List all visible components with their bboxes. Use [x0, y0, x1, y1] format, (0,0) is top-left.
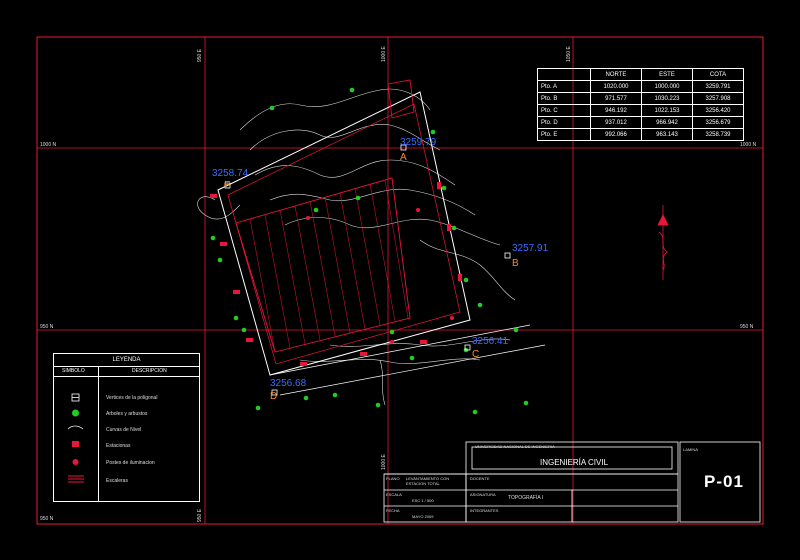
- legend-item: Vertices de la poligonal: [54, 391, 199, 405]
- grid-label-950n-bottom: 950 N: [40, 516, 54, 522]
- table-cell-cota: 3256.420: [692, 104, 744, 117]
- table-cell-norte: 971.577: [590, 92, 642, 105]
- docente-label: DOCENTE: [470, 476, 490, 481]
- legend-header: SIMBOLO DESCRIPCION: [54, 367, 199, 377]
- table-cell-norte: 937.012: [590, 116, 642, 129]
- legend-item: Curvas de Nivel: [54, 423, 199, 437]
- table-row: Pto. E 992.066 963.143 3258.739: [537, 128, 744, 141]
- table-cell-point: Pto. E: [537, 128, 591, 141]
- table-cell-este: 1000.000: [641, 80, 693, 93]
- legend-divider: [98, 367, 99, 501]
- point-label-e: E: [224, 180, 231, 191]
- grid-label-1000n-right: 1000 N: [740, 142, 757, 148]
- table-header-cell: [537, 68, 591, 81]
- table-header-cell: NORTE: [590, 68, 642, 81]
- table-cell-point: Pto. B: [537, 92, 591, 105]
- table-cell-cota: 3257.908: [692, 92, 744, 105]
- subject-value: TOPOGRAFÍA I: [508, 495, 544, 501]
- legend-item: Estacionas: [54, 439, 199, 453]
- north-arrow-icon: [657, 205, 669, 280]
- tree-symbols: [210, 87, 529, 415]
- legend-title: LEYENDA: [54, 354, 199, 367]
- grid-label-950n-left: 950 N: [40, 324, 54, 330]
- table-header-cell: COTA: [692, 68, 744, 81]
- legend-item-label: Vertices de la poligonal: [106, 395, 158, 401]
- site-polygon: [217, 79, 546, 396]
- project-label: PLANO: [386, 476, 400, 481]
- legend-item: Postes de iluminacion: [54, 456, 199, 470]
- point-label-c: C: [472, 349, 480, 360]
- legend-item: Escaleras: [54, 474, 199, 488]
- elevation-label-b: 3257.91: [512, 243, 549, 254]
- legend-col-description: DESCRIPCION: [132, 368, 167, 374]
- point-label-a: A: [400, 152, 407, 163]
- table-row: Pto. B 971.577 1030.223 3257.908: [537, 92, 744, 105]
- sheet-code: P-01: [704, 472, 744, 491]
- table-cell-norte: 992.066: [590, 128, 642, 141]
- table-cell-cota: 3258.739: [692, 128, 744, 141]
- legend-item-label: Escaleras: [106, 478, 128, 484]
- table-cell-cota: 3259.791: [692, 80, 744, 93]
- table-cell-norte: 1020.000: [590, 80, 642, 93]
- coordinates-table: NORTE ESTE COTA Pto. A 1020.000 1000.000…: [537, 68, 744, 141]
- university-label: UNIVERSIDAD NACIONAL DE INGENIERIA: [475, 444, 555, 449]
- legend-item: Arboles y arbustos: [54, 407, 199, 421]
- legend-item-label: Curvas de Nivel: [106, 427, 142, 433]
- parking-marks: [210, 182, 462, 366]
- title-block-frame: [383, 441, 761, 523]
- table-cell-este: 963.143: [641, 128, 693, 141]
- grid-label-950e-bottom: 950 E: [197, 508, 203, 522]
- elevation-label-c: 3256.41: [472, 336, 509, 347]
- table-row: Pto. D 937.012 966.942 3256.679: [537, 116, 744, 129]
- table-cell-este: 1022.153: [641, 104, 693, 117]
- scale-value: ESC 1 / 500: [412, 498, 434, 503]
- table-header-cell: ESTE: [641, 68, 693, 81]
- legend-item-label: Arboles y arbustos: [106, 411, 148, 417]
- light-poles: [306, 208, 454, 344]
- table-row: Pto. C 946.192 1022.153 3256.420: [537, 104, 744, 117]
- contour-lines: [197, 88, 516, 406]
- sheet-label: LAMINA: [683, 447, 698, 452]
- point-label-d: D: [270, 391, 278, 402]
- table-cell-este: 1030.223: [641, 92, 693, 105]
- table-cell-este: 966.942: [641, 116, 693, 129]
- title-block: UNIVERSIDAD NACIONAL DE INGENIERIA INGEN…: [384, 442, 760, 522]
- elevation-label-e: 3258.74: [212, 168, 249, 179]
- table-cell-point: Pto. A: [537, 80, 591, 93]
- point-label-b: B: [512, 258, 519, 269]
- grid-label-1000e-top: 1000 E: [381, 46, 387, 62]
- project-value: LEVANTAMIENTO CON ESTACION TOTAL: [406, 476, 450, 486]
- elevation-label-a: 3259.79: [400, 137, 437, 148]
- legend-panel: LEYENDA SIMBOLO DESCRIPCION Vertices de …: [53, 353, 200, 502]
- table-cell-cota: 3256.679: [692, 116, 744, 129]
- vertex-markers: [224, 144, 511, 396]
- members-label: INTEGRANTES: [470, 508, 499, 513]
- legend-item-label: Estacionas: [106, 443, 131, 449]
- drawing-frame: [36, 36, 764, 525]
- table-header-row: NORTE ESTE COTA: [537, 68, 744, 81]
- date-value: MAYO 2009: [412, 514, 434, 519]
- table-cell-point: Pto. C: [537, 104, 591, 117]
- legend-item-label: Postes de iluminacion: [106, 460, 155, 466]
- grid-label-950e-top: 950 E: [197, 48, 203, 62]
- date-label: FECHA: [386, 508, 400, 513]
- table-row: Pto. A 1020.000 1000.000 3259.791: [537, 80, 744, 93]
- legend-col-symbol: SIMBOLO: [62, 368, 85, 374]
- table-cell-point: Pto. D: [537, 116, 591, 129]
- legend-symbols: [67, 393, 84, 483]
- grid-label-950n-right: 950 N: [740, 324, 754, 330]
- elevation-label-d: 3256.68: [270, 378, 307, 389]
- faculty-title: INGENIERÍA CIVIL: [540, 458, 609, 467]
- table-cell-norte: 946.192: [590, 104, 642, 117]
- grid-label-1000n-left: 1000 N: [40, 142, 57, 148]
- subject-label: ASIGNATURA: [470, 492, 496, 497]
- scale-label: ESCALA: [386, 492, 402, 497]
- grid-label-1050e-top: 1050 E: [566, 46, 572, 62]
